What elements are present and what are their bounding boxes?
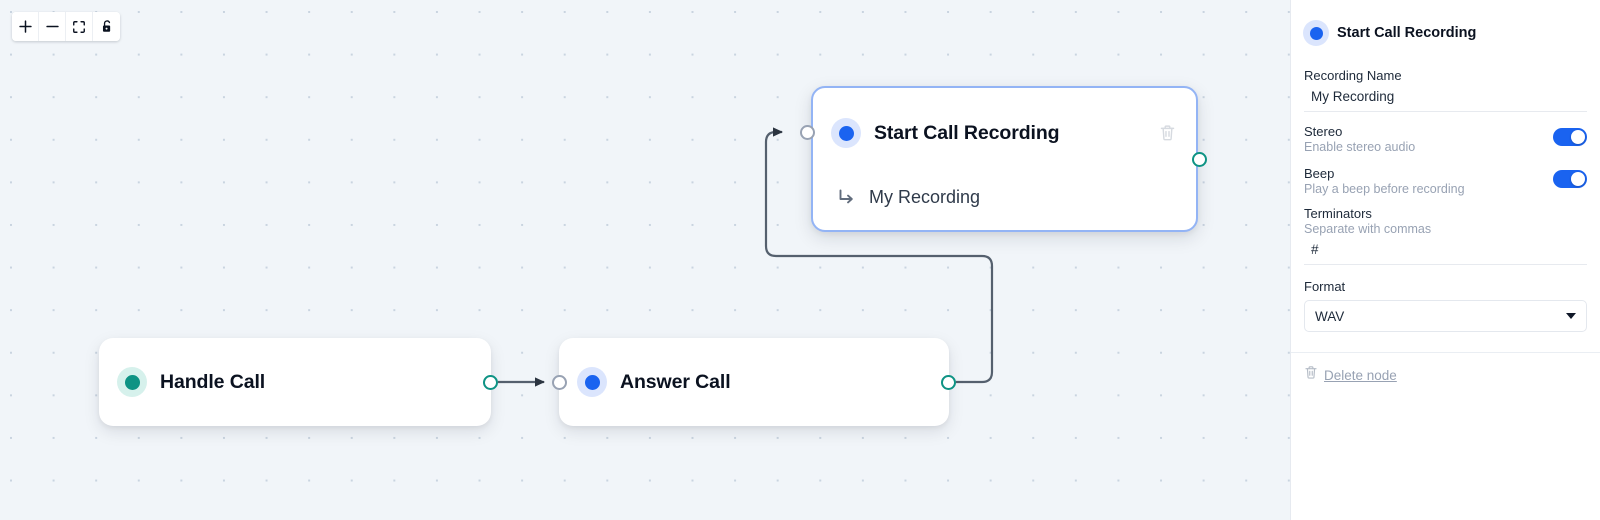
node-title: Start Call Recording [874,121,1060,144]
node-title: Handle Call [160,370,266,393]
panel-body: Recording Name Stereo Enable stereo audi… [1291,46,1600,332]
format-label: Format [1304,279,1346,294]
terminators-label: Terminators [1304,206,1372,221]
node-start-call-recording-target-handle[interactable] [800,125,815,140]
node-header: Answer Call [559,338,949,426]
node-header: Start Call Recording [813,88,1196,178]
lock-button[interactable] [93,12,120,41]
stereo-toggle[interactable] [1553,128,1587,146]
node-status-dot [117,367,147,397]
panel-header: Start Call Recording [1291,0,1600,46]
node-start-call-recording-source-handle[interactable] [1192,152,1207,167]
node-start-call-recording[interactable]: Start Call Recording [811,86,1198,232]
recording-name-label: Recording Name [1304,68,1402,83]
zoom-out-icon [45,19,60,34]
trash-icon [1304,365,1318,385]
node-header: Handle Call [99,338,491,426]
zoom-in-icon [18,19,33,34]
terminators-input[interactable] [1304,236,1587,265]
flow-canvas[interactable]: Handle Call Answer Call Start Call Recor… [0,0,1290,520]
chevron-down-icon [1566,313,1576,319]
delete-node-label: Delete node [1324,367,1397,383]
beep-field: Beep Play a beep before recording [1304,166,1587,196]
node-settings-panel: Start Call Recording Recording Name Ster… [1290,0,1600,520]
node-answer-call-source-handle[interactable] [941,375,956,390]
delete-node-button[interactable]: Delete node [1291,353,1600,397]
node-answer-call-target-handle[interactable] [552,375,567,390]
fit-view-button[interactable] [66,12,93,41]
zoom-out-button[interactable] [39,12,66,41]
panel-status-dot [1303,20,1329,46]
node-answer-call[interactable]: Answer Call [559,338,949,426]
terminators-hint: Separate with commas [1304,222,1432,236]
recording-name-input[interactable] [1304,83,1587,112]
node-handle-call[interactable]: Handle Call [99,338,491,426]
lock-icon [100,19,114,34]
fit-view-icon [72,20,86,34]
stereo-label: Stereo [1304,124,1343,139]
panel-title: Start Call Recording [1337,25,1477,41]
beep-toggle[interactable] [1553,170,1587,188]
panel-divider [1291,352,1600,353]
node-status-dot [577,367,607,397]
arrow-subdirectory-icon [835,186,857,208]
beep-hint: Play a beep before recording [1304,182,1465,196]
beep-label: Beep [1304,166,1335,181]
canvas-toolbar [12,12,120,41]
format-select[interactable]: WAV [1304,300,1587,332]
terminators-field: Terminators Separate with commas [1304,206,1587,265]
format-select-value: WAV [1315,308,1345,324]
recording-name-field: Recording Name [1304,68,1587,112]
node-status-dot [831,118,861,148]
format-field: Format WAV [1304,279,1587,332]
node-title: Answer Call [620,370,731,393]
node-subtitle-row: My Recording [813,178,1196,216]
stereo-field: Stereo Enable stereo audio [1304,124,1587,154]
node-subtitle: My Recording [869,186,981,207]
edge-layer [498,127,994,387]
node-handle-call-source-handle[interactable] [483,375,498,390]
node-delete-icon[interactable] [1156,122,1178,144]
stereo-hint: Enable stereo audio [1304,140,1416,154]
zoom-in-button[interactable] [12,12,39,41]
